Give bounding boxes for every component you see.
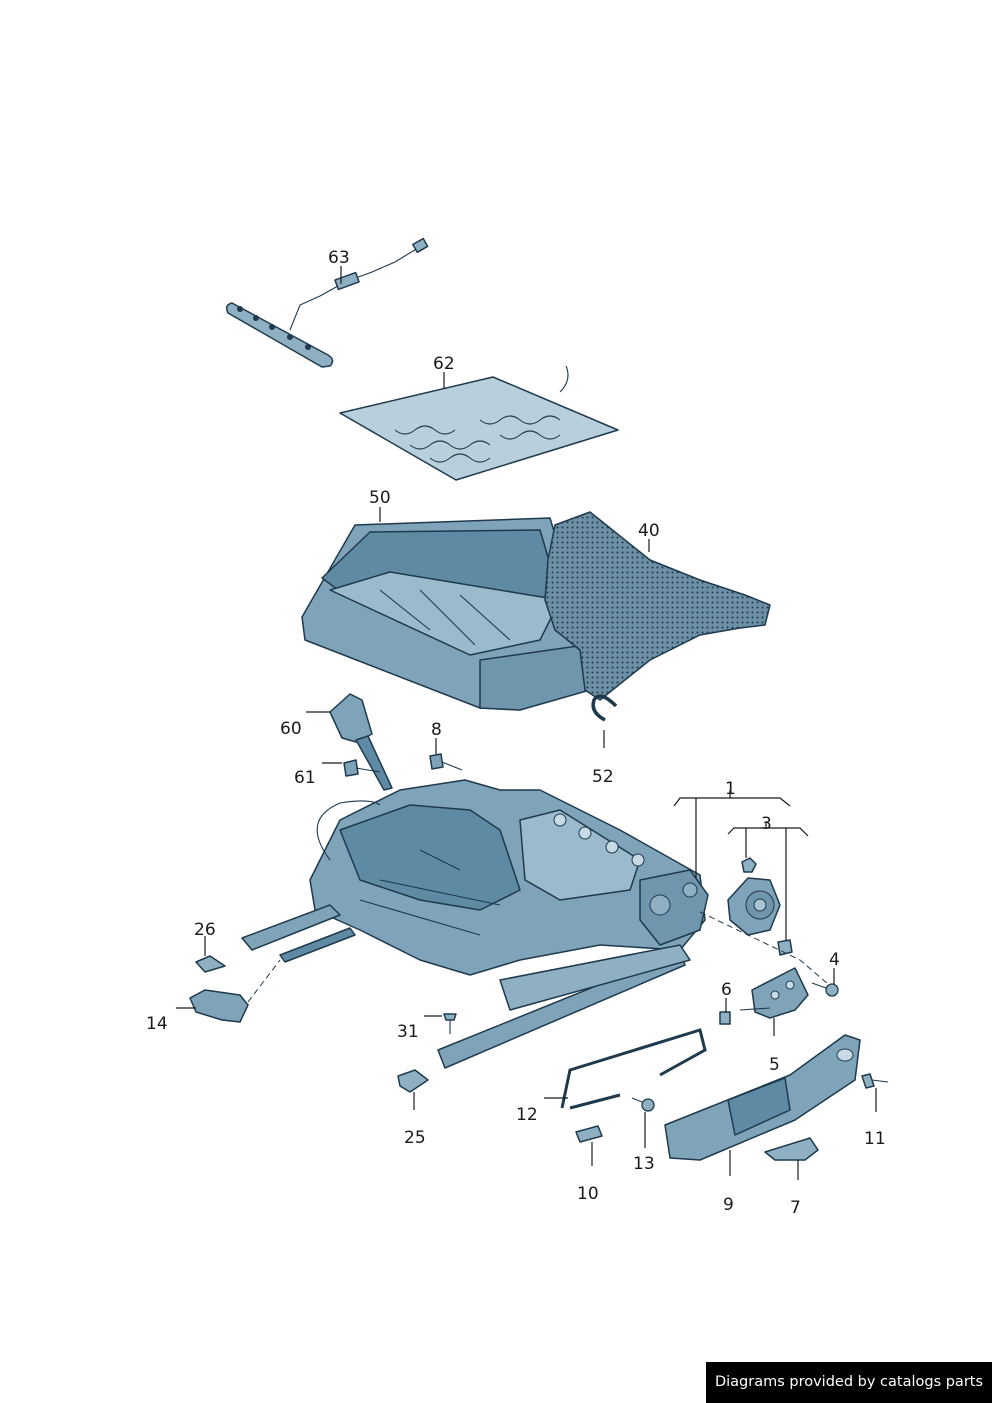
- bowden-cable-part: [560, 1028, 707, 1110]
- part-label-5: 5: [769, 1055, 780, 1075]
- mounting-bracket-part: [739, 967, 809, 1019]
- part-label-7: 7: [790, 1198, 801, 1218]
- part-label-63: 63: [328, 248, 350, 268]
- part-label-3: 3: [761, 814, 772, 834]
- leader-lines: [176, 266, 877, 1180]
- part-label-12: 12: [516, 1105, 538, 1125]
- part-label-60: 60: [280, 719, 302, 739]
- part-label-10: 10: [577, 1184, 599, 1204]
- part-label-14: 14: [146, 1014, 168, 1034]
- part-label-61: 61: [294, 768, 316, 788]
- seat-heating-mat-part: [339, 365, 619, 481]
- screw-11-part: [861, 1073, 889, 1089]
- clip-26-part: [195, 955, 226, 973]
- adjustment-motor-part: [727, 857, 793, 956]
- seat-cushion-part: [301, 517, 591, 711]
- retaining-clip-part: [591, 694, 618, 722]
- part-labels: 63 62 50 40 60 8 61 52 1 3 26 4 6 14 31 …: [146, 248, 886, 1218]
- part-label-13: 13: [633, 1154, 655, 1174]
- rail-cover-part: [189, 989, 249, 1023]
- part-label-62: 62: [433, 354, 455, 374]
- part-label-11: 11: [864, 1129, 886, 1149]
- clip-10-part: [575, 1125, 603, 1143]
- seat-sensor-harness-part: [225, 237, 429, 368]
- part-label-4: 4: [829, 950, 840, 970]
- seat-mesh-cover-part: [544, 511, 771, 701]
- seat-belt-buckle-part: [329, 693, 393, 791]
- bolt-8-part: [429, 753, 463, 771]
- part-label-9: 9: [723, 1195, 734, 1215]
- bolt-4-part: [811, 982, 839, 997]
- side-trim-panel-part: [664, 1034, 861, 1161]
- seat-frame-part: [309, 779, 709, 976]
- clip-25-part: [397, 1069, 429, 1093]
- part-label-31: 31: [397, 1022, 419, 1042]
- clip-6-part: [719, 1011, 731, 1025]
- part-label-50: 50: [369, 488, 391, 508]
- part-label-40: 40: [638, 521, 660, 541]
- diagram-credit-banner: Diagrams provided by catalogs parts: [706, 1362, 992, 1403]
- part-label-25: 25: [404, 1128, 426, 1148]
- adjustment-lever-part: [764, 1137, 819, 1161]
- part-label-26: 26: [194, 920, 216, 940]
- bolt-13-part: [631, 1097, 655, 1112]
- part-label-6: 6: [721, 980, 732, 1000]
- bolt-61-part: [343, 759, 381, 777]
- part-label-52: 52: [592, 767, 614, 787]
- part-label-8: 8: [431, 720, 442, 740]
- seat-rails-part: [241, 904, 691, 1069]
- screw-31-part: [443, 1013, 457, 1034]
- part-label-1: 1: [725, 779, 736, 799]
